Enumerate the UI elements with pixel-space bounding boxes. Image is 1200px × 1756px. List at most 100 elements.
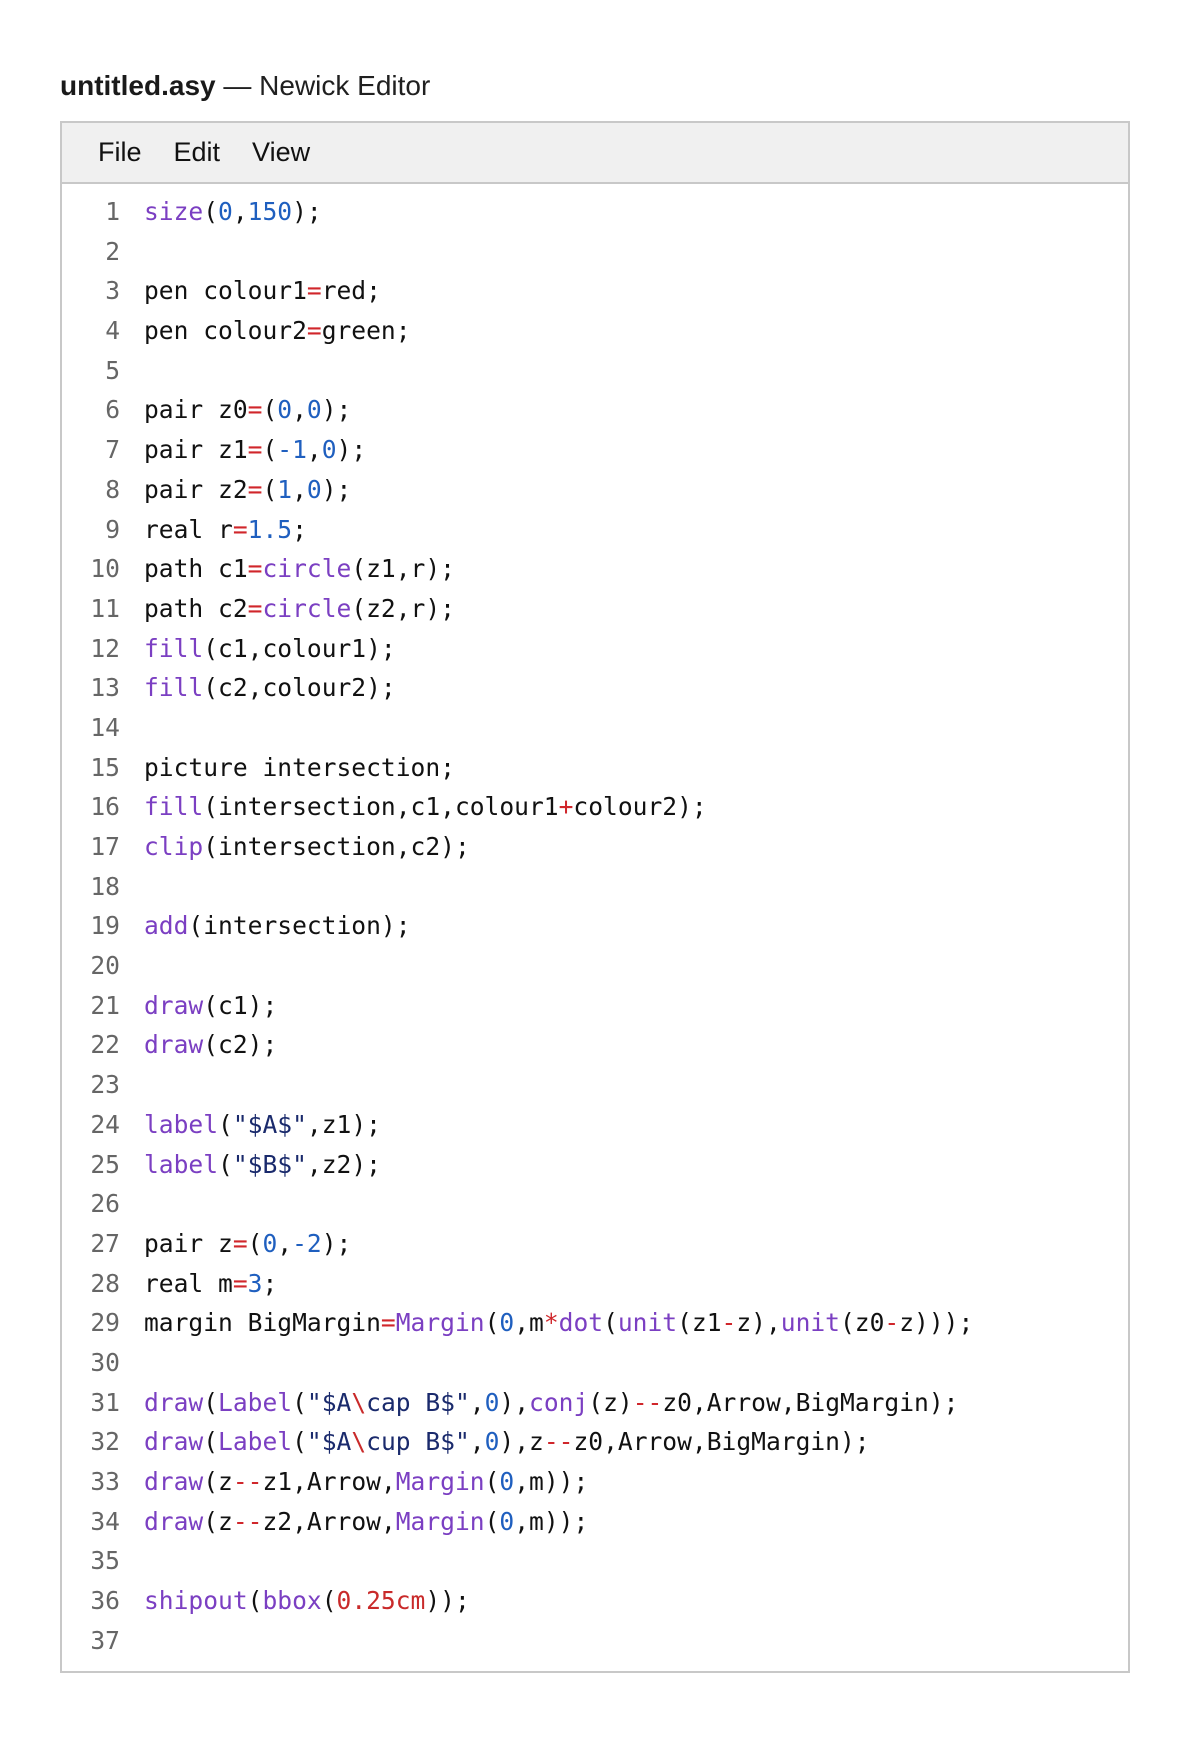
line-number: 7 <box>105 435 120 465</box>
code-token: ,m)); <box>514 1506 589 1536</box>
code-token: ( <box>484 1308 500 1338</box>
code-token: ( <box>203 197 219 226</box>
code-token-number: -1 <box>277 435 307 465</box>
code-token-operator: = <box>247 554 263 584</box>
code-token-function: Margin <box>395 1506 485 1536</box>
code-token: (c1,colour1); <box>203 633 396 663</box>
code-token-operator: = <box>247 474 263 504</box>
code-text: pair z0=(0,0); <box>120 390 351 430</box>
code-line[interactable]: 5 <box>62 351 1128 391</box>
code-token-escape: \ <box>351 1427 367 1457</box>
line-number: 34 <box>90 1506 120 1536</box>
code-line[interactable]: 30 <box>62 1343 1128 1383</box>
code-line[interactable]: 14 <box>62 708 1128 748</box>
code-token-operator: * <box>543 1308 559 1338</box>
code-token: ( <box>262 474 278 504</box>
code-token-number: 0 <box>306 474 322 504</box>
code-line[interactable]: 23 <box>62 1065 1128 1105</box>
code-line[interactable]: 37 <box>62 1621 1128 1661</box>
code-token-operator: - <box>884 1308 900 1338</box>
code-line[interactable]: 2 <box>62 232 1128 272</box>
code-token-function: draw <box>144 1427 204 1457</box>
code-token-number: 0 <box>484 1387 500 1417</box>
line-number: 12 <box>90 633 120 663</box>
code-token: , <box>277 1228 293 1258</box>
code-text <box>120 1541 144 1581</box>
menu-edit[interactable]: Edit <box>173 137 221 167</box>
menu-view[interactable]: View <box>252 137 311 167</box>
code-token: ,z2); <box>306 1149 381 1179</box>
code-token-operator: = <box>232 1228 248 1258</box>
code-token-operator: = <box>380 1308 396 1338</box>
code-token: (intersection); <box>188 911 411 941</box>
code-token: ( <box>262 395 278 425</box>
title-separator: — <box>215 70 260 101</box>
code-token-string: cap B$" <box>366 1387 470 1417</box>
code-token: ); <box>321 395 352 425</box>
code-token: margin BigMargin <box>144 1308 381 1338</box>
code-token-operator: -- <box>543 1427 574 1457</box>
code-token-number: 3 <box>247 1268 263 1298</box>
code-line[interactable]: 20 <box>62 946 1128 986</box>
line-number: 23 <box>90 1070 120 1100</box>
code-token: pair z1 <box>144 435 248 465</box>
code-token-operator: = <box>306 316 322 346</box>
code-line[interactable]: 18 <box>62 867 1128 907</box>
code-text: shipout(bbox(0.25cm)); <box>120 1581 470 1621</box>
code-token: (z2,r); <box>351 593 455 623</box>
code-token-function: Margin <box>395 1308 485 1338</box>
line-number: 29 <box>90 1308 120 1338</box>
menu-file[interactable]: File <box>98 137 142 167</box>
code-token: , <box>232 197 248 226</box>
code-token: pen colour2 <box>144 316 307 346</box>
code-text <box>120 1343 144 1383</box>
line-number: 9 <box>105 514 120 544</box>
code-token-operator: + <box>558 792 574 822</box>
code-token-string: "$A <box>306 1387 352 1417</box>
code-token: (z1,r); <box>351 554 455 584</box>
code-token: (z <box>203 1506 233 1536</box>
line-number: 24 <box>90 1109 120 1139</box>
code-token: ,m <box>514 1308 544 1338</box>
line-number: 33 <box>90 1467 120 1496</box>
line-number: 6 <box>105 395 120 425</box>
code-text: pen colour1=red; <box>120 271 381 311</box>
code-token-function: Label <box>218 1427 293 1457</box>
code-token-function: circle <box>262 554 352 584</box>
code-line[interactable]: 35 <box>62 1541 1128 1581</box>
code-line[interactable]: 26 <box>62 1184 1128 1224</box>
code-token-function: label <box>144 1109 219 1139</box>
code-text <box>120 1621 144 1661</box>
code-token-function: size <box>144 197 204 226</box>
code-token: real m <box>144 1268 233 1298</box>
